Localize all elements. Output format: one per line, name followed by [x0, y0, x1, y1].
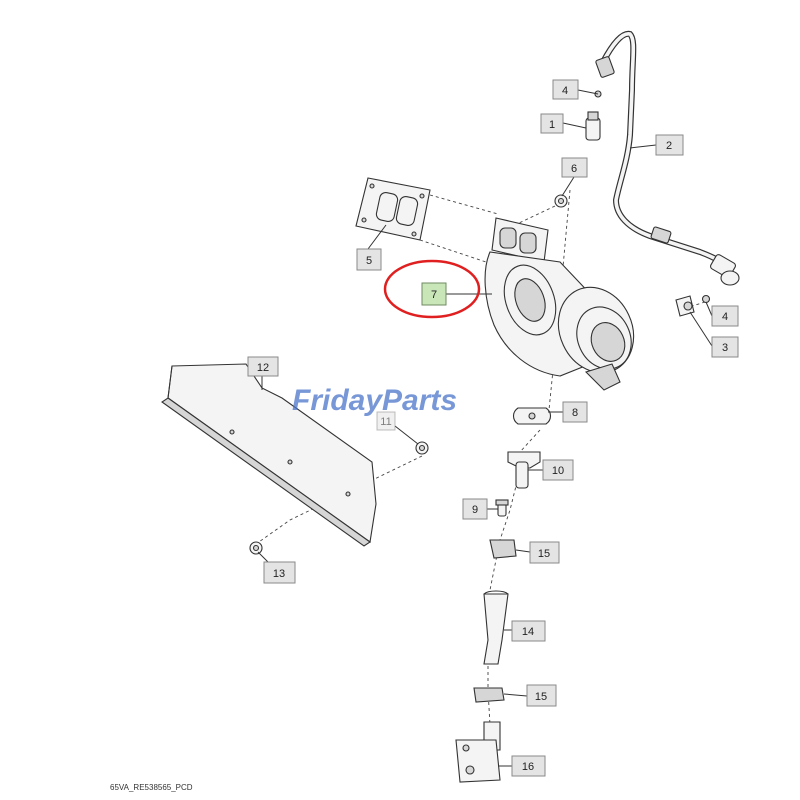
callout-7[interactable]: 7 — [421, 282, 447, 306]
svg-text:FridayParts: FridayParts — [292, 384, 457, 417]
callout-9[interactable]: 9 — [462, 498, 488, 520]
callout-5[interactable]: 5 — [356, 248, 382, 271]
svg-text:4: 4 — [562, 85, 568, 97]
drawing-code: 65VA_RE538565_PCD — [110, 783, 193, 792]
callout-13[interactable]: 13 — [263, 561, 296, 584]
svg-text:8: 8 — [572, 407, 578, 419]
callout-14[interactable]: 14 — [511, 620, 546, 642]
svg-text:5: 5 — [366, 255, 372, 267]
svg-text:12: 12 — [257, 362, 269, 374]
bolt-9-part — [495, 499, 509, 517]
callout-4-right[interactable]: 4 — [711, 305, 739, 327]
clamp-upper-part — [489, 539, 517, 559]
fitting-part — [585, 111, 601, 141]
svg-text:15: 15 — [535, 691, 547, 703]
svg-text:1: 1 — [549, 119, 555, 131]
bolt-part — [554, 194, 568, 208]
highlight-circle — [383, 259, 481, 319]
callout-11[interactable]: 11 — [376, 411, 396, 431]
svg-text:14: 14 — [522, 626, 534, 638]
callout-15-lower[interactable]: 15 — [526, 684, 557, 707]
callout-15-upper[interactable]: 15 — [529, 541, 560, 564]
gasket-8-part — [512, 407, 552, 425]
oil-supply-line-part — [595, 30, 740, 286]
svg-text:4: 4 — [722, 311, 728, 323]
svg-text:11: 11 — [380, 416, 391, 428]
callout-3[interactable]: 3 — [711, 336, 739, 358]
drain-flange-part — [507, 451, 541, 489]
callout-10[interactable]: 10 — [542, 459, 574, 481]
clamp-lower-part — [473, 687, 505, 703]
callout-12[interactable]: 12 — [247, 356, 279, 377]
callout-8[interactable]: 8 — [562, 401, 588, 423]
gasket-part — [355, 177, 431, 241]
watermark-logo: FridayParts — [292, 384, 457, 417]
svg-text:7: 7 — [431, 289, 437, 301]
hose-part — [483, 590, 509, 665]
svg-text:3: 3 — [722, 342, 728, 354]
callout-4-top[interactable]: 4 — [552, 79, 579, 100]
svg-text:10: 10 — [552, 465, 564, 477]
svg-text:15: 15 — [538, 548, 550, 560]
svg-text:2: 2 — [666, 140, 672, 152]
drain-tube-part — [455, 721, 501, 783]
svg-text:9: 9 — [472, 504, 478, 516]
svg-text:16: 16 — [522, 761, 534, 773]
turbocharger-part — [484, 217, 635, 391]
callout-1[interactable]: 1 — [540, 113, 564, 134]
nut-part — [415, 441, 429, 455]
callout-16[interactable]: 16 — [511, 755, 546, 777]
callout-2[interactable]: 2 — [655, 134, 684, 156]
callout-6[interactable]: 6 — [561, 157, 588, 178]
washer-13-part — [249, 541, 263, 555]
svg-text:13: 13 — [273, 568, 285, 580]
elbow-fitting-part — [675, 294, 711, 317]
svg-text:6: 6 — [571, 163, 577, 175]
